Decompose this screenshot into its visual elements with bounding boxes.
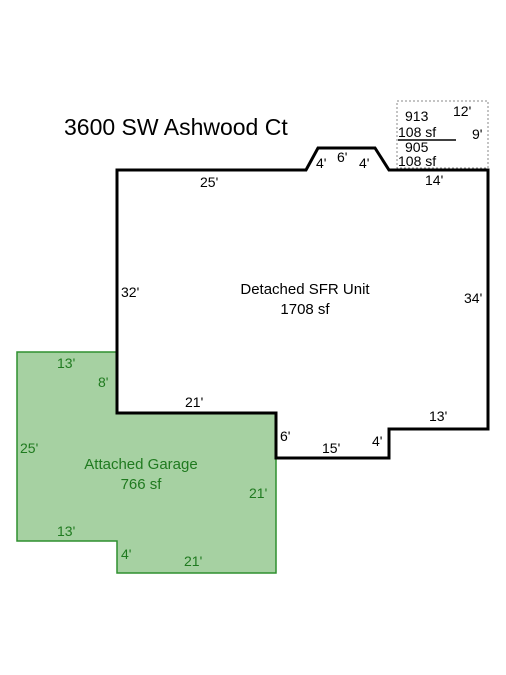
dim-step-v: 4' xyxy=(372,433,382,449)
page-title: 3600 SW Ashwood Ct xyxy=(64,114,288,140)
unit-outline xyxy=(115,146,490,460)
dim-bottom-right: 13' xyxy=(429,408,447,424)
garage-dim-bottom: 21' xyxy=(184,553,202,569)
garage-name: Attached Garage xyxy=(84,456,197,473)
dim-left: 32' xyxy=(121,284,139,300)
inset-area-a: 913 xyxy=(405,108,429,124)
garage-dim-top: 13' xyxy=(57,355,75,371)
garage-dim-left: 25' xyxy=(20,440,38,456)
dim-bump-right: 4' xyxy=(359,155,369,171)
garage-dim-notch-v: 4' xyxy=(121,546,131,562)
garage-dim-lower-left: 13' xyxy=(57,523,75,539)
dim-bottom-left: 21' xyxy=(185,394,203,410)
inset-len-a: 12' xyxy=(453,103,471,119)
inset-box xyxy=(396,100,489,169)
dim-bottom-mid: 15' xyxy=(322,440,340,456)
inset-sf-a: 108 sf xyxy=(398,124,436,140)
unit-area: 1708 sf xyxy=(280,301,330,318)
dim-bump-top: 6' xyxy=(337,149,347,165)
dim-step-left: 6' xyxy=(280,428,290,444)
garage-dim-right: 21' xyxy=(249,485,267,501)
unit-name: Detached SFR Unit xyxy=(240,281,370,298)
garage-dim-top-v: 8' xyxy=(98,374,108,390)
dim-top-right: 14' xyxy=(425,172,443,188)
garage-area: 766 sf xyxy=(121,476,163,493)
inset-area-b: 905 xyxy=(405,139,429,155)
dim-top-left: 25' xyxy=(200,174,218,190)
inset-sf-b: 108 sf xyxy=(398,153,436,169)
dim-right: 34' xyxy=(464,290,482,306)
dim-bump-left: 4' xyxy=(316,155,326,171)
inset-len-b: 9' xyxy=(472,126,482,142)
